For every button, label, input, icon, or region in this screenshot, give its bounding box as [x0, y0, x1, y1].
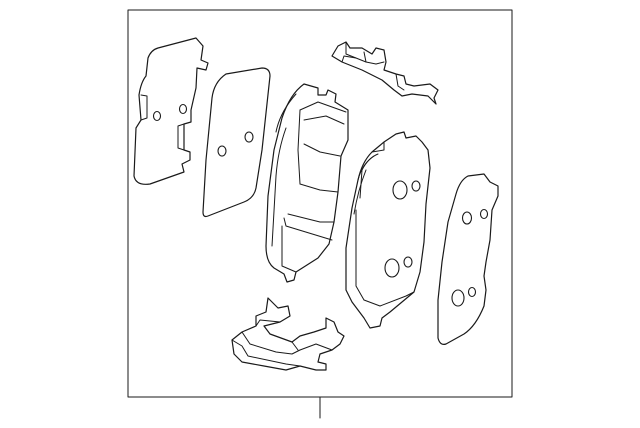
upper-clip: [331, 41, 439, 105]
lower-clip: [231, 297, 345, 371]
shim-right: [437, 173, 499, 345]
brake-pad-inner: [265, 83, 349, 283]
inner-shim-left: [202, 67, 271, 218]
outer-shim-left: [133, 37, 209, 185]
brake-pad-outer: [345, 131, 431, 329]
